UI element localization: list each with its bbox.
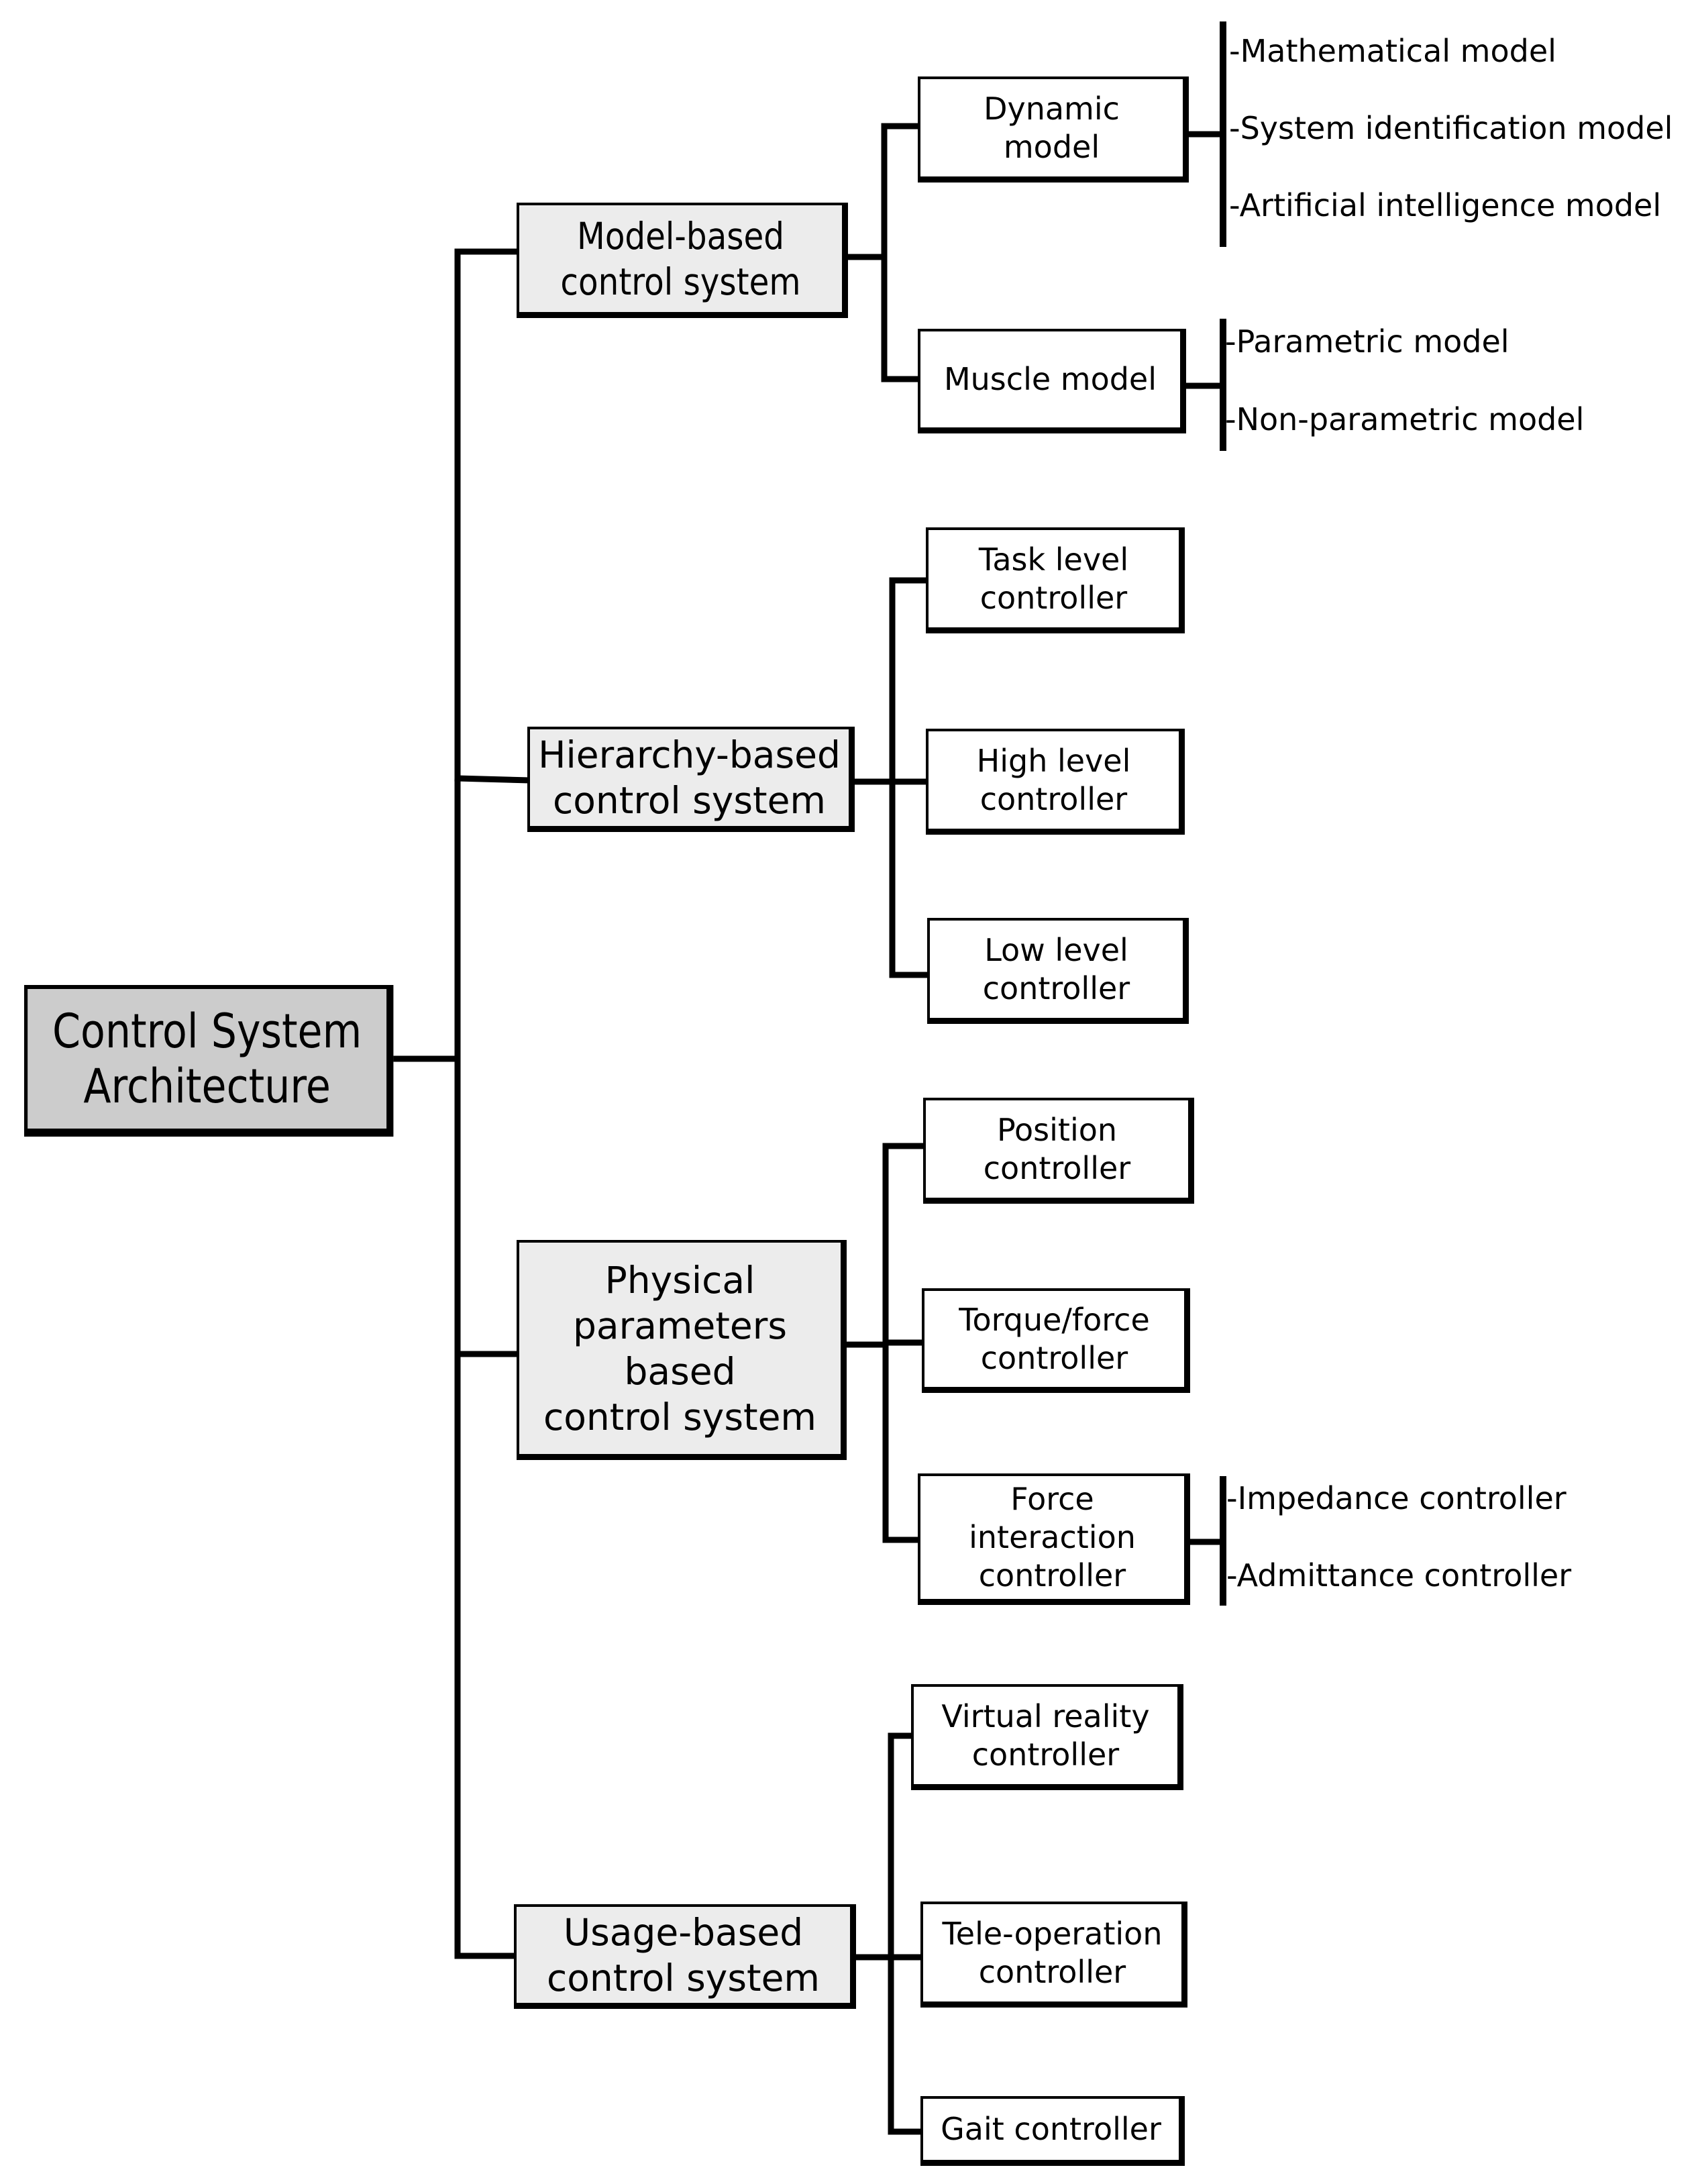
node-high-level-controller: High level controller [926, 729, 1185, 835]
node-force-label-line1: Force [1010, 1481, 1094, 1517]
list-item-system-identification-model: -System identification model [1229, 110, 1673, 146]
node-task-label-line1: Task level [978, 541, 1129, 578]
node-position-label-line1: Position [996, 1111, 1118, 1148]
connector-trunk-hierarchy [454, 775, 533, 784]
node-physical-label-line1: Physical [604, 1258, 755, 1302]
node-muscle-label-line1: Muscle model [943, 361, 1157, 397]
node-virtual-reality-controller: Virtual reality controller [911, 1684, 1183, 1790]
node-torque-label-line1: Torque/force [959, 1301, 1150, 1338]
node-low-label-line1: Low level [984, 931, 1128, 968]
node-physical-label-line2: parameters [572, 1304, 788, 1347]
node-model-based-control-system: Model-based control system [517, 203, 848, 318]
node-torque-label-line2: controller [980, 1339, 1128, 1376]
node-gait-label-line1: Gait controller [941, 2111, 1161, 2147]
node-low-label-line2: controller [982, 970, 1130, 1006]
list-item-mathematical-model: -Mathematical model [1229, 33, 1556, 69]
node-usage-label-line1: Usage-based [563, 1910, 804, 1954]
list-item-admittance-controller: -Admittance controller [1226, 1557, 1572, 1594]
node-hierarchy-label-line1: Hierarchy-based [538, 733, 841, 776]
node-tele-label-line2: controller [978, 1953, 1126, 1990]
node-muscle-model: Muscle model [918, 329, 1186, 433]
node-torque-force-controller: Torque/force controller [922, 1288, 1190, 1393]
list-item-parametric-model: -Parametric model [1225, 323, 1509, 360]
node-tele-label-line1: Tele-operation [942, 1915, 1163, 1952]
node-dynamic-label-line1: Dynamic [984, 90, 1120, 127]
connector-hierarchy-bracket [889, 577, 933, 978]
node-tele-operation-controller: Tele-operation controller [920, 1902, 1187, 2008]
node-high-label-line2: controller [979, 780, 1128, 817]
list-item-non-parametric-model: -Non-parametric model [1225, 401, 1585, 437]
node-low-level-controller: Low level controller [927, 918, 1189, 1024]
list-item-impedance-controller: -Impedance controller [1226, 1480, 1567, 1516]
node-physical-label-line3: based [624, 1349, 736, 1393]
node-position-controller: Position controller [923, 1098, 1194, 1204]
node-vr-label-line1: Virtual reality [941, 1698, 1150, 1734]
root-node-control-system-architecture: Control System Architecture [24, 985, 394, 1137]
list-item-artificial-intelligence-model: -Artificial intelligence model [1229, 187, 1662, 223]
node-dynamic-label-line2: model [1003, 128, 1100, 165]
root-label-line1: Control System [52, 1004, 362, 1059]
node-high-label-line1: High level [976, 742, 1131, 779]
root-label-line2: Architecture [83, 1059, 331, 1114]
node-force-interaction-controller: Force interaction controller [918, 1473, 1190, 1605]
node-dynamic-model: Dynamic model [918, 76, 1189, 183]
connector-model-bracket [881, 123, 924, 382]
node-model-label-line2: control system [560, 260, 801, 303]
connector-usage-bracket [888, 1732, 928, 2135]
node-usage-label-line2: control system [547, 1956, 820, 1999]
node-task-label-line2: controller [979, 579, 1128, 616]
node-model-label-line1: Model-based [577, 214, 784, 258]
node-task-level-controller: Task level controller [926, 527, 1185, 633]
node-usage-based-control-system: Usage-based control system [514, 1904, 856, 2009]
node-physical-label-line4: control system [543, 1395, 816, 1439]
node-physical-parameters-based-control-system: Physical parameters based control system [517, 1240, 847, 1460]
node-gait-controller: Gait controller [920, 2096, 1185, 2166]
node-force-label-line3: controller [978, 1557, 1126, 1594]
node-position-label-line2: controller [983, 1149, 1131, 1186]
node-vr-label-line2: controller [971, 1736, 1120, 1773]
node-force-label-line2: interaction [969, 1519, 1136, 1555]
node-hierarchy-based-control-system: Hierarchy-based control system [527, 727, 855, 832]
node-hierarchy-label-line2: control system [553, 779, 826, 822]
